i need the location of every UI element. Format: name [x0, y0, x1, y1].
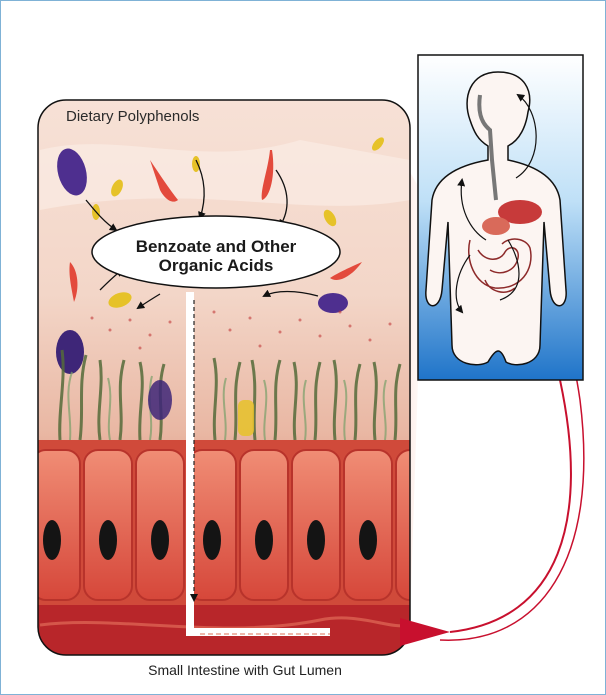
bubble-line-2: Organic Acids: [100, 256, 332, 275]
bubble-line-1: Benzoate and Other: [100, 237, 332, 256]
panel-title: Dietary Polyphenols: [66, 108, 199, 125]
epithelial-cells: [30, 440, 444, 655]
bacterium-purple: [318, 293, 348, 313]
bacterium-purple: [56, 330, 84, 374]
intestine-panel: [30, 100, 444, 655]
bubble-label: Benzoate and Other Organic Acids: [100, 237, 332, 275]
body-inset: [418, 55, 583, 380]
figure-caption: Small Intestine with Gut Lumen: [0, 662, 490, 678]
